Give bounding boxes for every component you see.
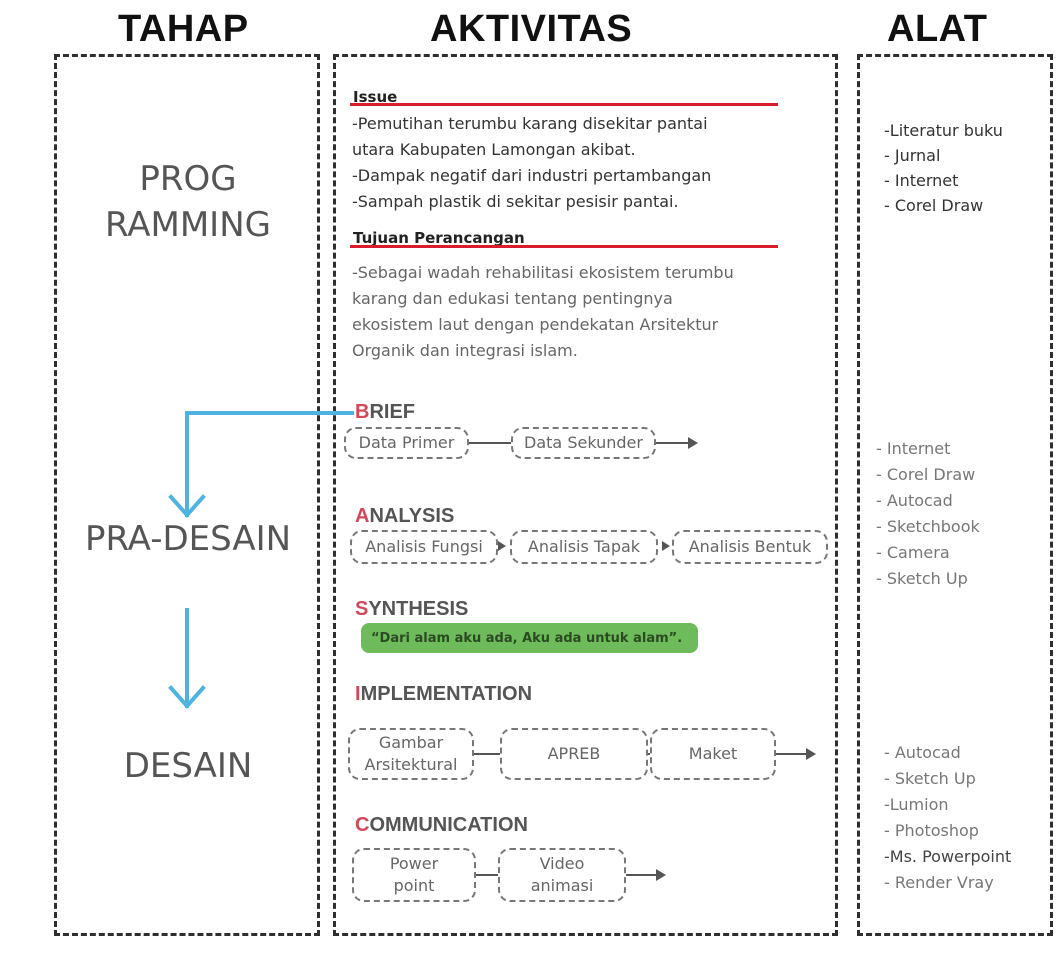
step-maket: Maket [650,728,776,780]
issue-title: Issue [353,88,398,106]
phase-synthesis-rest: YNTHESIS [368,598,469,620]
impl-arrow [776,753,806,755]
step-gambar-line2: Arsitektural [364,755,458,774]
step-analisis-tapak: Analisis Tapak [510,530,658,564]
step-gambar-line1: Gambar [378,733,444,752]
tool-prog-1: -Literatur buku [884,121,1003,140]
tool-pre-6: - Sketch Up [876,569,968,588]
stage-programming-line2: RAMMING [105,205,271,245]
phase-synthesis-initial: S [355,598,369,620]
step-power-line2: point [393,876,435,895]
step-video-line2: animasi [530,876,594,895]
tool-des-2: - Sketch Up [884,769,976,788]
stage-programming: PROG RAMMING [70,156,306,248]
issue-red-rule [350,103,778,106]
impl-connector-2 [648,753,650,755]
brief-arrowhead [688,437,698,449]
goal-title: Tujuan Perancangan [353,229,525,247]
comm-connector-1 [476,874,498,876]
goal-line-1: -Sebagai wadah rehabilitasi ekosistem te… [352,263,734,282]
phase-brief: BRIEF [355,401,415,424]
tool-des-1: - Autocad [884,743,961,762]
tool-pre-3: - Autocad [876,491,953,510]
phase-implementation-rest: MPLEMENTATION [360,683,533,705]
step-gambar-arsitektural: Gambar Arsitektural [348,728,474,780]
stage-pre-design: PRA-DESAIN [84,519,292,559]
phase-brief-initial: B [355,401,370,423]
step-data-primer: Data Primer [344,427,469,459]
phase-implementation-initial: I [355,683,361,705]
header-stage: TAHAP [118,8,249,50]
goal-red-rule [350,245,778,248]
brief-connector-1 [469,442,511,444]
phase-communication: COMMUNICATION [355,814,528,837]
step-power-point: Power point [352,848,476,902]
impl-arrowhead [806,748,816,760]
tool-pre-1: - Internet [876,439,951,458]
comm-arrowhead [656,869,666,881]
goal-line-2: karang dan edukasi tentang pentingnya [352,289,673,308]
analysis-arrowhead-2 [662,541,670,551]
step-analisis-fungsi: Analisis Fungsi [350,530,498,564]
step-video-animasi: Video animasi [498,848,626,902]
step-apreb: APREB [500,728,648,780]
goal-line-4: Organik dan integrasi islam. [352,341,578,360]
synthesis-quote: “Dari alam aku ada, Aku ada untuk alam”. [361,623,698,653]
phase-analysis-rest: NALYSIS [369,505,455,527]
tool-des-5: -Ms. Powerpoint [884,847,1012,866]
issue-line-4: -Sampah plastik di sekitar pesisir panta… [352,192,679,211]
goal-line-3: ekosistem laut dengan pendekatan Arsitek… [352,315,719,334]
phase-communication-initial: C [355,814,370,836]
phase-analysis-initial: A [355,505,370,527]
tool-prog-3: - Internet [884,171,959,190]
phase-implementation: IMPLEMENTATION [355,683,532,706]
tool-prog-2: - Jurnal [884,146,941,165]
tools-column [857,54,1053,936]
issue-line-3: -Dampak negatif dari industri pertambang… [352,166,712,185]
impl-connector-1 [474,753,500,755]
tool-des-4: - Photoshop [884,821,979,840]
brief-arrow [656,442,688,444]
header-tools: ALAT [887,8,988,50]
tool-pre-2: - Corel Draw [876,465,976,484]
tool-pre-5: - Camera [876,543,950,562]
step-power-line1: Power [389,854,439,873]
issue-line-2: utara Kabupaten Lamongan akibat. [352,140,636,159]
phase-brief-rest: RIEF [369,401,416,423]
issue-line-1: -Pemutihan terumbu karang disekitar pant… [352,114,708,133]
step-data-sekunder: Data Sekunder [511,427,656,459]
tool-pre-4: - Sketchbook [876,517,980,536]
stage-design: DESAIN [123,746,253,786]
tool-des-6: - Render Vray [884,873,994,892]
comm-arrow [626,874,656,876]
phase-synthesis: SYNTHESIS [355,598,468,621]
step-analisis-bentuk: Analisis Bentuk [672,530,828,564]
tool-des-3: -Lumion [884,795,949,814]
header-activity: AKTIVITAS [430,8,633,50]
tool-prog-4: - Corel Draw [884,196,984,215]
step-video-line1: Video [539,854,585,873]
stage-programming-line1: PROG [139,159,237,199]
analysis-arrowhead-1 [498,541,506,551]
phase-communication-rest: OMMUNICATION [369,814,528,836]
phase-analysis: ANALYSIS [355,505,454,528]
